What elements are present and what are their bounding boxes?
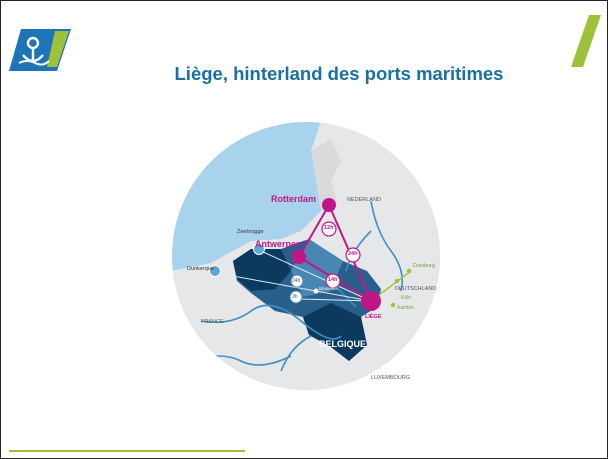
- label-deutschland: DEUTSCHLAND: [395, 286, 437, 292]
- green-accent-shape: [565, 15, 601, 67]
- label-belgique: BELGIQUE: [319, 339, 367, 349]
- label-nederland: NEDERLAND: [347, 197, 381, 203]
- duration-antwerpen-liege: 14h: [328, 277, 338, 283]
- rotterdam-marker: [322, 198, 336, 212]
- duration-bruxelles-b: 3h: [292, 294, 298, 300]
- duration-bruxelles-a: 24h: [292, 278, 301, 284]
- duration-rotterdam-antwerpen: 12h: [324, 225, 334, 231]
- label-zeebrugge: Zeebrugge: [237, 229, 264, 235]
- label-liege: LIÈGE: [365, 314, 382, 320]
- liege-marker: [361, 291, 381, 311]
- label-france: FRANCE: [201, 319, 224, 325]
- label-koln: Köln: [401, 295, 412, 301]
- footer-accent-line: [9, 450, 245, 452]
- port-autonome-liege-logo: [9, 27, 71, 73]
- antwerpen-marker: [292, 250, 306, 264]
- page-title: Liège, hinterland des ports maritimes: [174, 63, 504, 84]
- label-luxembourg: LUXEMBOURG: [371, 375, 411, 381]
- label-aachen: Aachen: [397, 305, 414, 311]
- label-bruxelles: Bruxelles: [319, 286, 338, 291]
- label-antwerpen: Antwerpen: [255, 239, 302, 249]
- benelux-map: Rotterdam Antwerpen Zeebrugge Dunkerque …: [171, 121, 441, 391]
- label-duisburg: Duisburg: [413, 263, 436, 269]
- label-dunkerque: Dunkerque: [187, 266, 214, 272]
- label-rotterdam: Rotterdam: [271, 194, 317, 204]
- duration-rotterdam-liege: 24h: [348, 251, 358, 257]
